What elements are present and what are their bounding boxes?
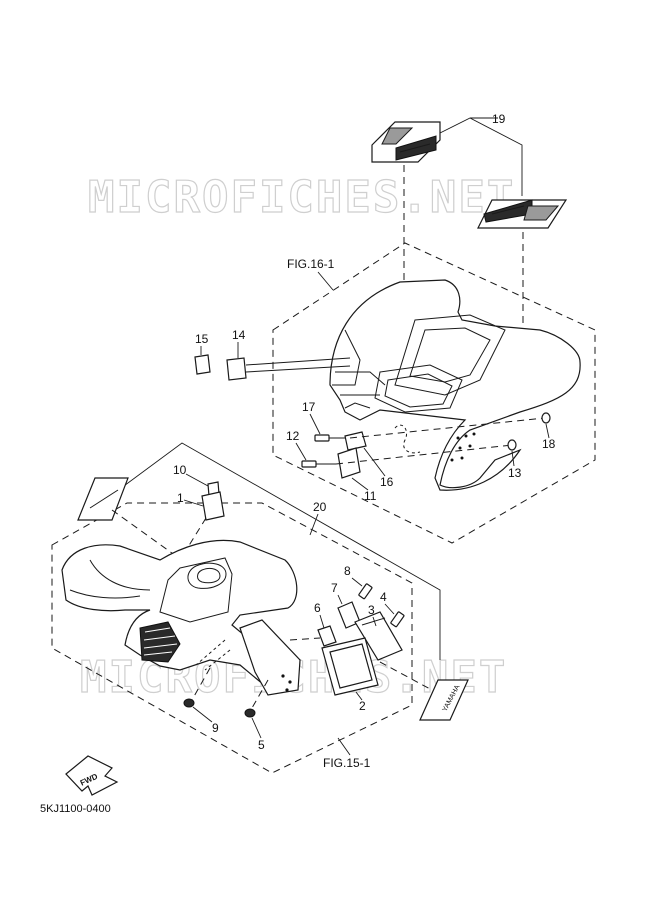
callout-12: 12: [286, 429, 300, 443]
grommet-18: [541, 412, 551, 424]
front-fender: [61, 539, 301, 696]
callout-16: 16: [380, 475, 394, 489]
callout-9: 9: [212, 721, 219, 735]
rear-fender-group-outline: [272, 242, 596, 544]
callout-13: 13: [508, 466, 522, 480]
callout-11: 11: [364, 489, 377, 503]
callout-1: 1: [177, 491, 184, 505]
bolt-17: [314, 434, 350, 442]
plate-2: [321, 637, 379, 696]
callout-6: 6: [314, 601, 321, 615]
grommet-5: [244, 708, 256, 718]
grommet-13: [507, 439, 517, 451]
callout-17: 17: [302, 400, 316, 414]
leader-20: [77, 442, 441, 660]
decal-19-right: [477, 199, 568, 229]
callout-18: 18: [542, 437, 556, 451]
watermark-top: MICROFICHES.NET: [88, 172, 515, 223]
callout-2: 2: [359, 699, 366, 713]
callout-19: 19: [492, 112, 506, 126]
fig-ref-front: FIG.15-1: [323, 756, 371, 770]
decal-yamaha-right: YAMAHA: [419, 679, 469, 721]
plate-6: [317, 625, 337, 647]
decal-1: [201, 491, 225, 521]
grommet-9: [183, 698, 195, 708]
leader-14: [245, 357, 351, 366]
rear-fender: [329, 279, 581, 491]
plate-holder-3: [354, 611, 403, 661]
callout-5: 5: [258, 738, 265, 752]
callout-7: 7: [331, 581, 338, 595]
front-fender-group-outline: [51, 502, 413, 774]
fig-ref-rear: FIG.16-1: [287, 257, 335, 271]
bolt-12: [301, 460, 336, 468]
diagram-code: 5KJ1100-0400: [40, 803, 111, 815]
callout-3: 3: [368, 603, 375, 617]
callout-4: 4: [380, 590, 387, 604]
callout-14: 14: [232, 328, 246, 342]
bracket-16: [344, 431, 367, 451]
leader-19: [439, 117, 523, 196]
callout-10: 10: [173, 463, 187, 477]
bolt-4: [390, 611, 405, 628]
bolt-8: [358, 583, 373, 600]
fwd-arrow-icon: FWD: [65, 755, 119, 796]
callout-15: 15: [195, 332, 209, 346]
callout-20: 20: [313, 500, 327, 514]
callout-8: 8: [344, 564, 351, 578]
decal-14: [226, 357, 247, 381]
decal-left-front: [77, 477, 129, 521]
decal-19-left: [371, 121, 441, 163]
decal-15: [194, 354, 211, 375]
